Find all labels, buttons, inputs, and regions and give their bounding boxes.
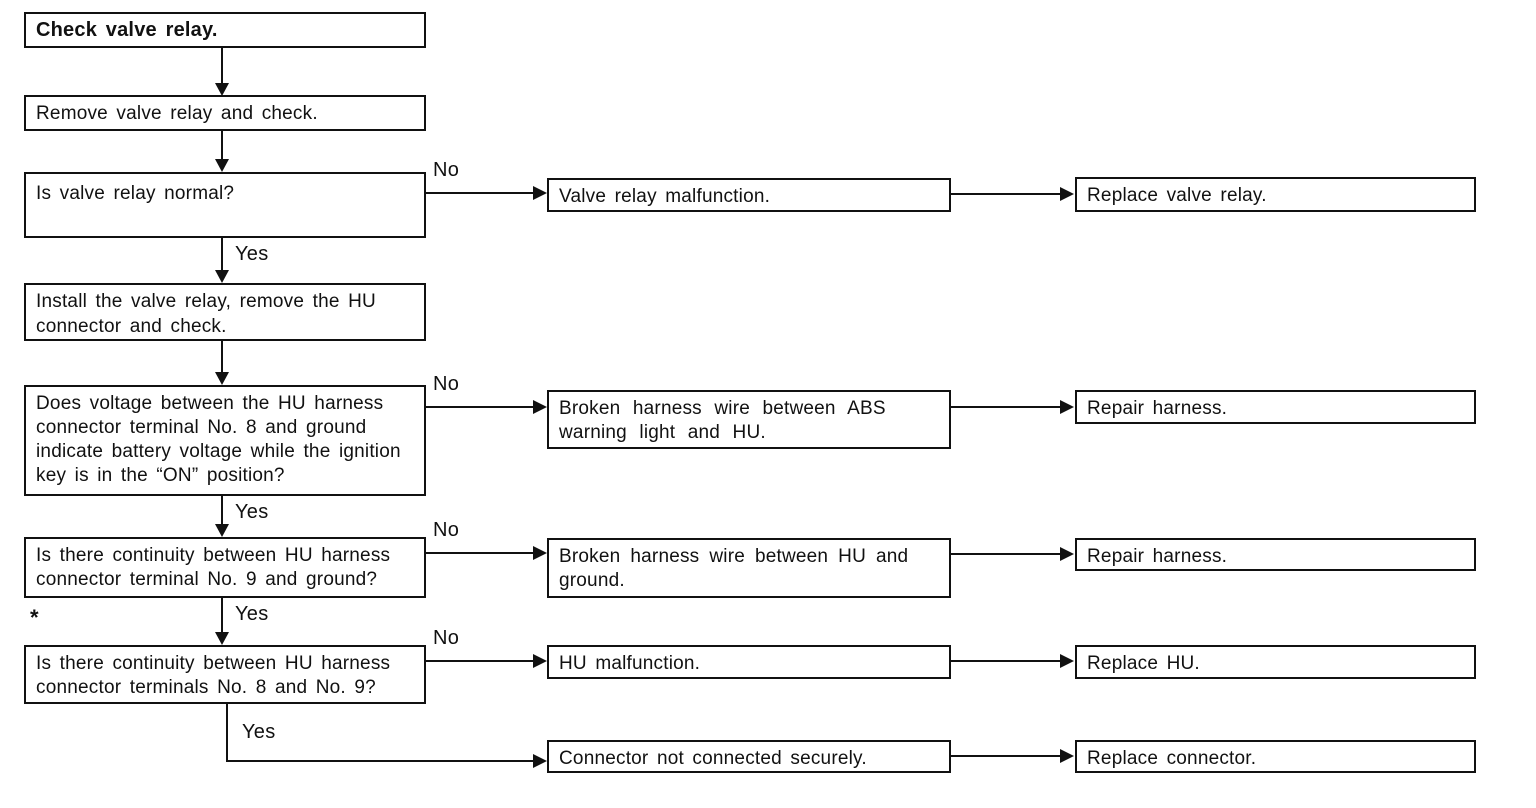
node-install-valve-relay: Install the valve relay, remove the HU c…: [24, 283, 426, 341]
edge-label-no-4: No: [431, 627, 462, 650]
arrow-line-yes-3: [221, 598, 223, 633]
arrowhead-right-4: [1060, 654, 1074, 668]
arrowhead-right-2: [1060, 400, 1074, 414]
arrowhead-right-elbow: [533, 754, 547, 768]
node-broken-wire-ground: Broken harness wire between HU and groun…: [547, 538, 951, 598]
arrowhead-right-no-3: [533, 546, 547, 560]
arrowhead-down-4: [215, 372, 229, 385]
arrowhead-right-3: [1060, 547, 1074, 561]
arrow-line-mid-right-5: [951, 755, 1061, 757]
arrow-line-mid-right-4: [951, 660, 1061, 662]
edge-label-no-1: No: [431, 159, 462, 182]
node-replace-valve-relay: Replace valve relay.: [1075, 177, 1476, 212]
arrow-line-no-2: [426, 406, 534, 408]
arrowhead-right-no-1: [533, 186, 547, 200]
edge-label-yes-4: Yes: [240, 721, 278, 744]
arrowhead-right-5: [1060, 749, 1074, 763]
edge-label-yes-3: Yes: [233, 603, 271, 626]
arrowhead-right-no-2: [533, 400, 547, 414]
arrow-line-yes-1: [221, 238, 223, 271]
arrow-line-install-to-question2: [221, 341, 223, 373]
arrow-line-yes-4-vertical: [226, 704, 228, 762]
arrow-line-mid-right-3: [951, 553, 1061, 555]
arrowhead-down-5: [215, 524, 229, 537]
arrow-line-mid-right-1: [951, 193, 1061, 195]
node-remove-valve-relay: Remove valve relay and check.: [24, 95, 426, 131]
arrowhead-down-6: [215, 632, 229, 645]
arrowhead-down-3: [215, 270, 229, 283]
arrow-line-no-1: [426, 192, 534, 194]
arrow-line-yes-4-horizontal: [226, 760, 534, 762]
node-connector-not-secure: Connector not connected securely.: [547, 740, 951, 773]
arrowhead-down-2: [215, 159, 229, 172]
node-repair-harness-1: Repair harness.: [1075, 390, 1476, 424]
node-valve-relay-malfunction: Valve relay malfunction.: [547, 178, 951, 212]
footnote-asterisk: *: [30, 605, 39, 630]
node-check-valve-relay: Check valve relay.: [24, 12, 426, 48]
edge-label-yes-1: Yes: [233, 243, 271, 266]
arrow-line-no-3: [426, 552, 534, 554]
edge-label-no-2: No: [431, 373, 462, 396]
node-broken-wire-abs-light: Broken harness wire between ABS warning …: [547, 390, 951, 449]
arrowhead-right-1: [1060, 187, 1074, 201]
edge-label-yes-2: Yes: [233, 501, 271, 524]
node-hu-malfunction: HU malfunction.: [547, 645, 951, 679]
arrow-line-remove-to-question1: [221, 131, 223, 160]
arrow-line-no-4: [426, 660, 534, 662]
arrow-line-yes-2: [221, 496, 223, 525]
node-question-relay-normal: Is valve relay normal?: [24, 172, 426, 238]
arrowhead-right-no-4: [533, 654, 547, 668]
arrow-line-start-to-remove: [221, 48, 223, 84]
node-replace-connector: Replace connector.: [1075, 740, 1476, 773]
node-repair-harness-2: Repair harness.: [1075, 538, 1476, 571]
arrowhead-down-1: [215, 83, 229, 96]
node-question-continuity-terminal9: Is there continuity between HU harness c…: [24, 537, 426, 598]
edge-label-no-3: No: [431, 519, 462, 542]
node-replace-hu: Replace HU.: [1075, 645, 1476, 679]
node-question-continuity-terminals-8-9: Is there continuity between HU harness c…: [24, 645, 426, 704]
node-question-voltage-terminal8: Does voltage between the HU harness conn…: [24, 385, 426, 496]
arrow-line-mid-right-2: [951, 406, 1061, 408]
